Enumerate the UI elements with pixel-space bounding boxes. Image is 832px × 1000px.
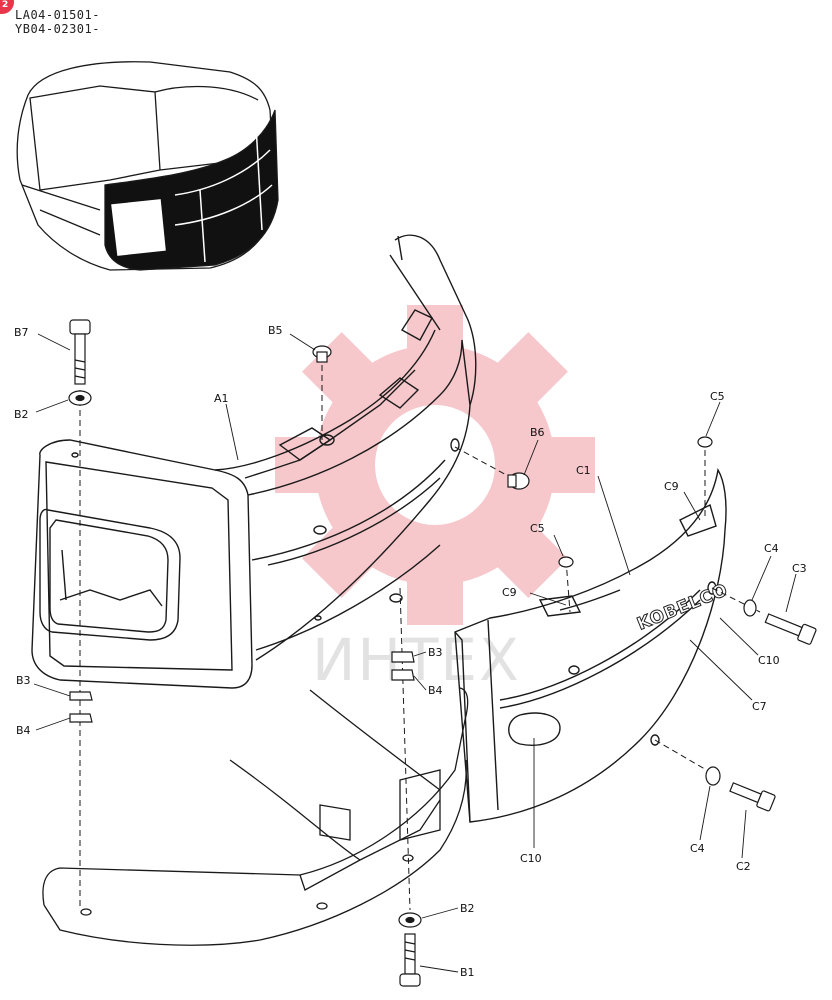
callout-c4-right: C4 (764, 542, 779, 555)
serial-range-2: YB04-02301- (15, 22, 100, 36)
callout-c5-mid: C5 (530, 522, 545, 535)
watermark-logo: ИНТЕХ (275, 305, 595, 694)
bolt-c3 (764, 613, 817, 645)
callout-b6: B6 (530, 426, 545, 439)
callout-c9-mid: C9 (502, 586, 517, 599)
counterweight-a1 (31, 234, 477, 689)
leader-lines (33, 333, 797, 973)
clip-b3-left (69, 691, 93, 701)
callout-c10-bottom: C10 (520, 852, 542, 865)
serial-range-1: LA04-01501- (15, 8, 100, 22)
callout-c2: C2 (736, 860, 751, 873)
callout-c10-right: C10 (758, 654, 780, 667)
callout-b5: B5 (268, 324, 283, 337)
plug-b5 (312, 345, 332, 363)
callout-c3: C3 (792, 562, 807, 575)
callout-b7: B7 (14, 326, 29, 339)
callout-b1: B1 (460, 966, 475, 979)
callout-b3-left: B3 (16, 674, 31, 687)
callout-c1: C1 (576, 464, 591, 477)
clip-b4-left (69, 713, 93, 723)
callout-c9-top: C9 (664, 480, 679, 493)
washer-c4-bottom (705, 766, 721, 786)
machine-overview-inset (16, 61, 279, 271)
cap-c5-mid (558, 556, 574, 568)
kobelco-logo-lettering: KOBELCO (634, 580, 731, 635)
assembly-lines (79, 365, 761, 911)
clip-b4-mid (391, 669, 415, 681)
hardware (68, 319, 817, 987)
washer-c4-right (743, 599, 757, 617)
callout-c5-top: C5 (710, 390, 725, 403)
callout-b4-left: B4 (16, 724, 31, 737)
callout-b4-mid: B4 (428, 684, 443, 697)
callout-b2-top: B2 (14, 408, 29, 421)
callout-a1: A1 (214, 392, 229, 405)
bottom-cover-plate (42, 687, 469, 946)
callout-labels: B7 B2 A1 B5 B6 C1 C5 C9 C5 C9 C4 C3 C10 … (14, 324, 807, 979)
bolt-b7 (69, 319, 91, 385)
watermark-text: ИНТЕХ (312, 626, 521, 694)
bolt-b1 (399, 933, 421, 987)
plug-b6 (507, 472, 530, 490)
clip-b3-mid (391, 651, 415, 663)
callout-b2-bottom: B2 (460, 902, 475, 915)
callout-c7: C7 (752, 700, 767, 713)
callout-b3-mid: B3 (428, 646, 443, 659)
cap-c5-top (697, 436, 713, 448)
callout-c4-bottom: C4 (690, 842, 705, 855)
bolt-c2 (729, 782, 776, 812)
